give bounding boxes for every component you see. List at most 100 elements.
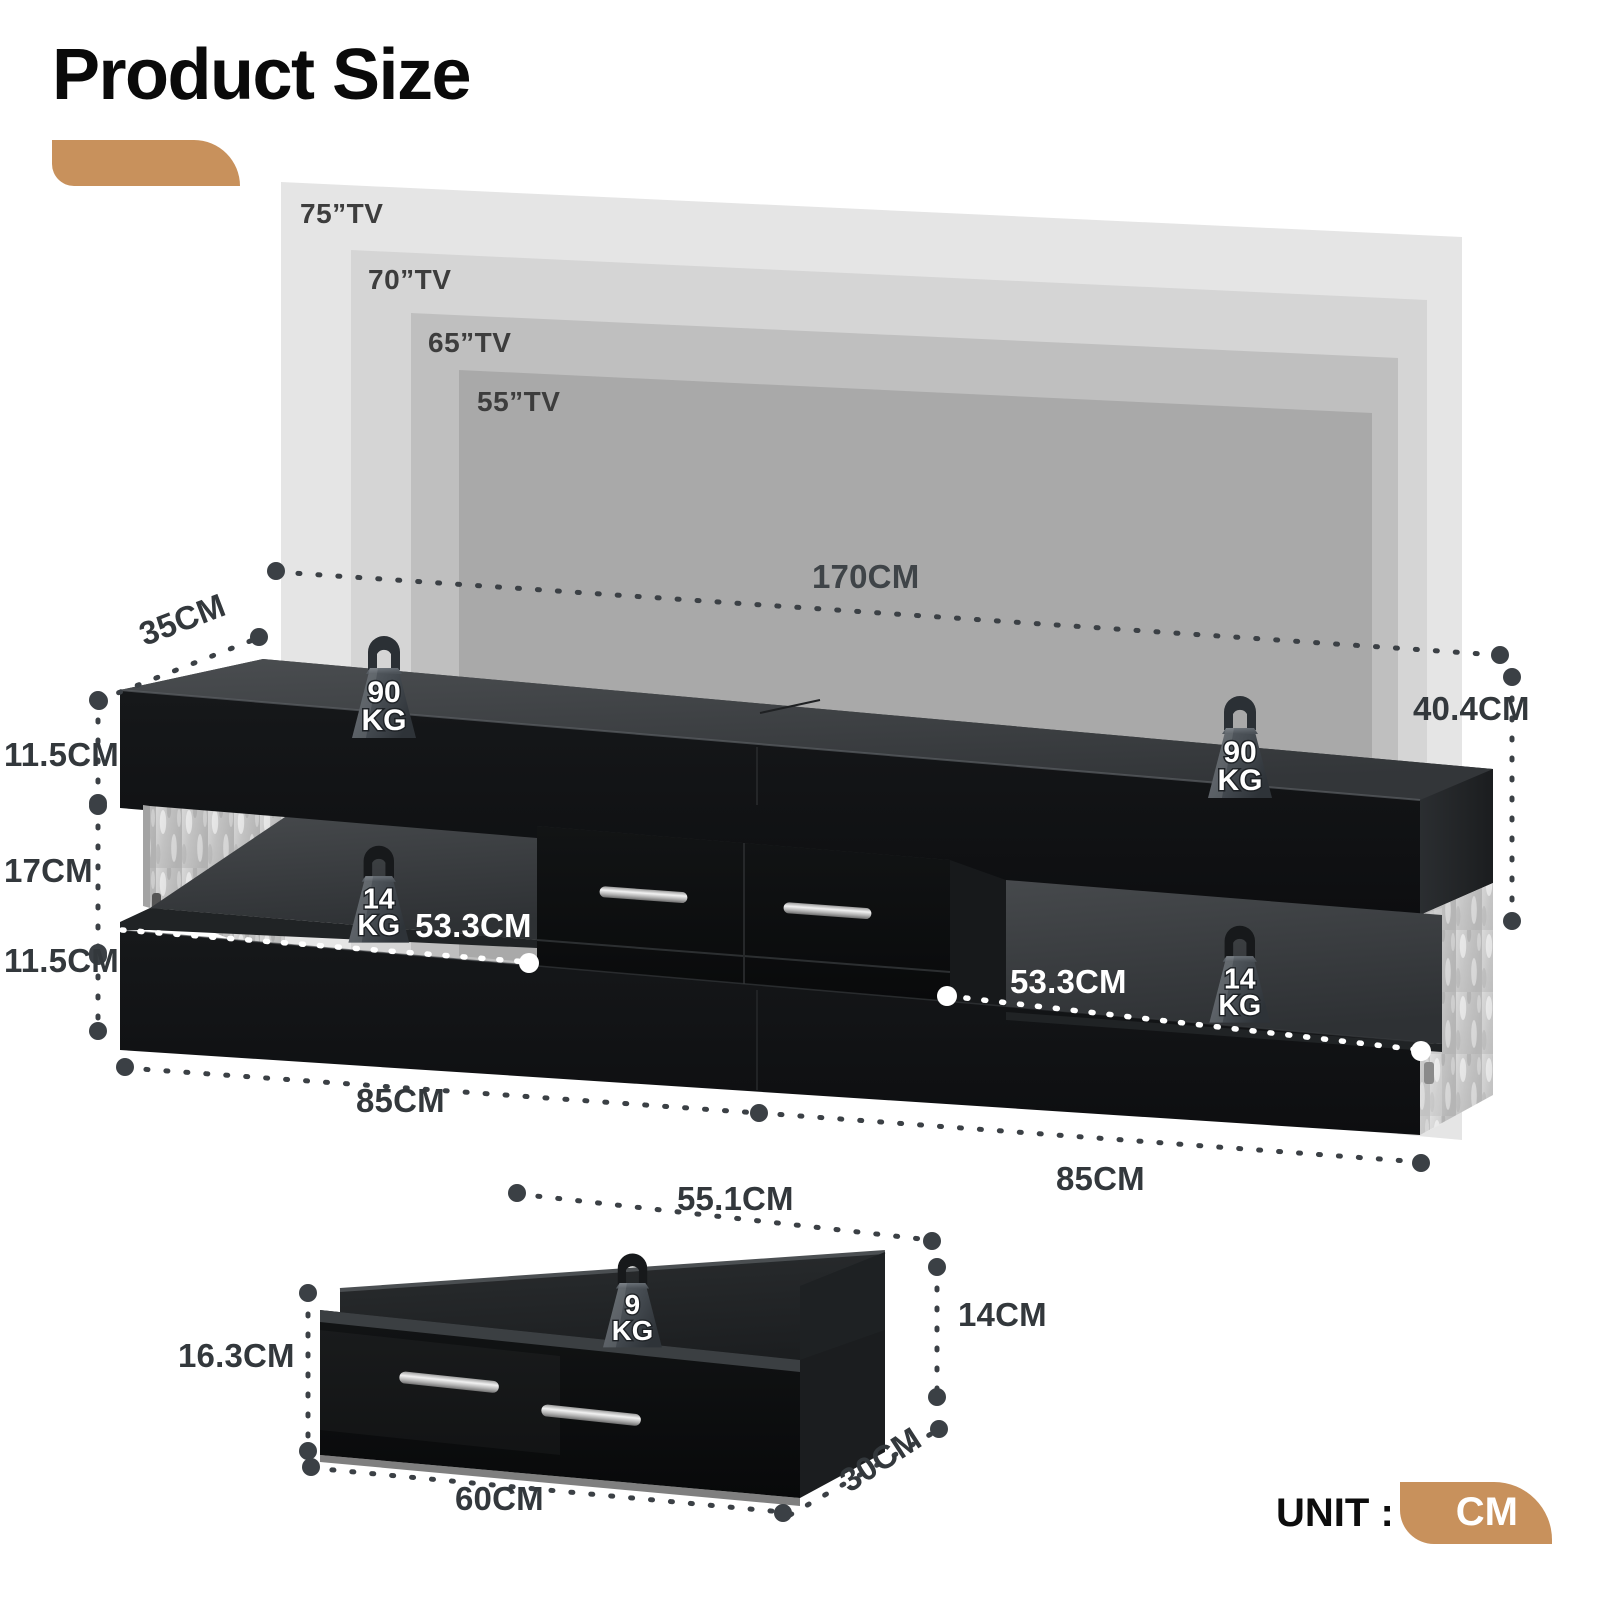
dimlabel-11_5cm-base: 11.5CM [4,942,119,979]
stand-drawer-handle-left [599,886,688,904]
endpoint-170-right [1491,646,1509,664]
weight-body-top [1222,956,1257,962]
tv-label-70: 70”TV [368,264,452,295]
endpoint-170-left [267,562,285,580]
endpoint-85L-left [116,1058,134,1076]
weight-body-shine [352,668,378,738]
weight-body [1209,956,1271,1023]
weight-value-text: 90 [367,676,400,709]
weight-body-shine [1209,956,1235,1023]
dimlabel-11_5cm-top: 11.5CM [4,736,119,773]
endpoint-53_3R-right [1411,1041,1431,1061]
weight-unit-text: KG [1218,990,1261,1022]
dimlabel-40_4cm: 40.4CM [1413,690,1530,727]
endpoint-40_4-bot [1503,912,1521,930]
stand-top-seam [759,699,821,714]
shelf-left-surface [150,817,537,940]
glass-panel-left-edge [143,805,150,908]
weight-value-text: 9 [625,1289,640,1320]
dimline-60cm [309,1465,785,1515]
tv-label-75: 75”TV [300,198,384,229]
title-accent-swoosh [52,140,240,186]
shelf-dimension-lines [119,927,1423,1053]
drawer-bottom-shadow [320,1455,800,1506]
endpoint-53_3R-left [937,986,957,1006]
weight-handle [368,636,400,670]
endpoint-17-top [89,797,107,815]
stand-top-surface-plane [120,659,1493,800]
endpoint-14-bot [928,1388,946,1406]
stand-base-top-lip [120,908,537,948]
weight-badge-9kg-drawer: 9 KG [603,1253,662,1348]
drawer-handle-left [399,1371,499,1393]
dimlabel-53_3cm-left: 53.3CM [415,907,532,944]
unit-value: CM [1399,1482,1552,1544]
weight-body-top [361,876,396,882]
endpoint-60-left [302,1458,320,1476]
dimlabel-85cm-right: 85CM [1056,1160,1145,1197]
weight-handle [617,1253,648,1285]
dimlabel-60cm: 60CM [455,1480,544,1517]
weight-handle [1224,925,1255,958]
stand-base-front [120,930,1420,1135]
dimline-30cm [787,1427,941,1518]
weight-body-shine [603,1282,627,1348]
dimlabel-17cm: 17CM [4,852,93,889]
drawer-front-rim [320,1310,800,1372]
endpoint-85R-right [1412,1154,1430,1172]
endpoint-85-mid [750,1104,768,1122]
weight-unit-text: KG [1218,764,1263,797]
endpoint-16_3-top [299,1284,317,1302]
weight-body-top [1222,728,1258,734]
shelf-dimension-endpoints [519,953,1431,1061]
glass-clip-bottom-right [1424,1062,1434,1084]
endpoint-53_3L-right [519,953,539,973]
endpoint-40_4-top [1503,668,1521,686]
weight-badge-14kg-shelf-left: 14 KG [348,845,410,943]
weight-body [352,668,416,738]
stand-top-right-end [1420,769,1493,915]
dimlabel-14cm: 14CM [958,1296,1047,1333]
endpoint-30-right [930,1420,948,1438]
weight-unit-text: KG [357,910,400,942]
stand-base-top-lip-right [1006,1012,1442,1052]
weight-body-shine [348,876,374,943]
weight-badge-90kg-top-left: 90 KG [352,636,416,739]
endpoint-11_5a-top [89,691,107,709]
stand-dimension-lines [95,569,1515,1165]
dimline-53_3cm-left [119,927,531,965]
weight-body [348,876,410,943]
weight-handle [363,845,394,878]
weight-body [603,1282,662,1348]
weight-body [1208,728,1272,798]
stand-dimension-endpoints [89,562,1521,1172]
dimlabel-85cm-left: 85CM [356,1082,445,1119]
endpoint-55_1-right [923,1232,941,1250]
endpoint-11_5b-bot [89,1022,107,1040]
dimlabel-16_3cm: 16.3CM [178,1337,295,1374]
stand-top-front [120,690,1420,915]
endpoint-16_3-bot [299,1442,317,1460]
drawer-dimension-endpoints [299,1184,948,1522]
weight-body-top [366,668,402,674]
unit-label: UNIT : [1276,1490,1394,1535]
endpoint-35-right [250,628,268,646]
tv-label-55: 55”TV [477,386,561,417]
page-title: Product Size [52,35,472,115]
weight-value-text: 14 [1224,963,1256,995]
weight-handle [1224,696,1256,730]
weight-badge-90kg-top-right: 90 KG [1208,696,1272,799]
dimlabel-170cm: 170CM [812,558,920,595]
endpoint-14-top [928,1258,946,1276]
drawer-handle-right [541,1404,641,1426]
stand-drawer-handle-right [783,902,872,920]
unit-badge: UNIT : CM [1276,1482,1552,1544]
drawer-rim-back [339,1250,886,1292]
dimline-35cm [97,635,261,703]
weight-body-shine [1208,728,1234,798]
dimlabel-55_1cm: 55.1CM [677,1180,794,1217]
drawer-assembly [320,1250,886,1506]
weight-unit-text: KG [362,704,407,737]
drawer-dimension-lines [305,1191,941,1518]
